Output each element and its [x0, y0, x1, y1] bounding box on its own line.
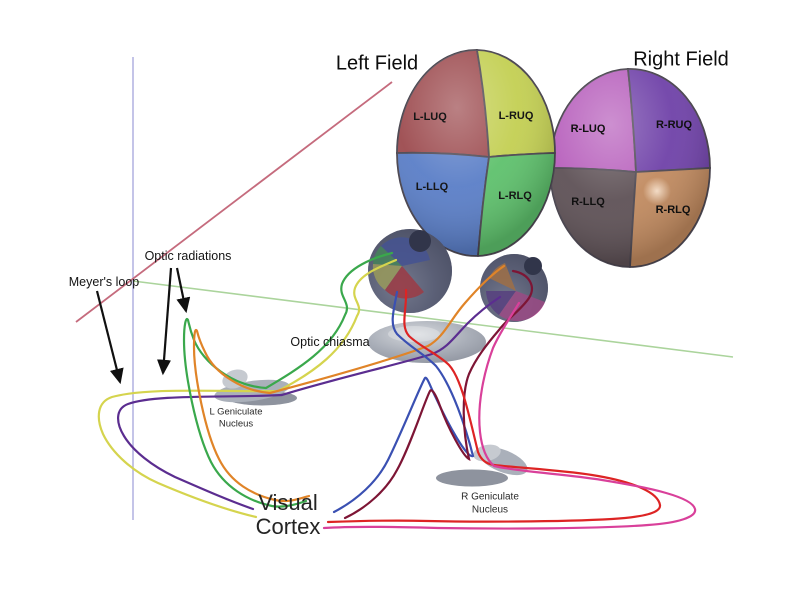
pathway-yellow — [97, 258, 398, 519]
r-geniculate-label-line1: R Geniculate — [461, 491, 519, 503]
quadrant-label-r-luq: R-LUQ — [570, 123, 606, 135]
l-geniculate-label-line1: L Geniculate — [209, 406, 263, 418]
quadrant-label-r-ruq: R-RUQ — [655, 119, 693, 131]
diagonal-pink-axis-line — [75, 81, 393, 323]
quadrant-label-r-rlq: R-RLQ — [655, 204, 691, 216]
r-geniculate-label-line2: Nucleus — [471, 504, 509, 516]
quadrant-label-l-rlq: L-RLQ — [498, 190, 532, 202]
optic-radiations-arrow-right — [175, 267, 191, 314]
diagonal-green-axis-line — [132, 280, 734, 358]
quadrant-label-l-ruq: L-RUQ — [498, 110, 534, 122]
visual-cortex-label-line1: Visual — [258, 490, 318, 515]
l-geniculate-label-line2: Nucleus — [218, 418, 254, 430]
visual-cortex-label-line2: Cortex — [255, 514, 321, 539]
pathway-maroon — [343, 269, 533, 520]
left-field-label: Left Field — [335, 52, 419, 75]
meyers-loop-label: Meyer's loop — [68, 275, 140, 289]
right-field-label: Right Field — [633, 48, 729, 71]
right-eye-pupil — [524, 257, 542, 275]
optic-radiations-label: Optic radiations — [144, 249, 232, 263]
pathways — [97, 251, 697, 530]
optic-chiasma-label: Optic chiasma — [290, 335, 370, 349]
r-geniculate-shadow — [436, 469, 508, 487]
pathway-orange — [192, 264, 506, 503]
annotation-arrows — [95, 267, 191, 385]
pathway-purple — [117, 295, 502, 511]
pathway-magenta — [322, 301, 697, 530]
right-eye-orange-patch — [489, 263, 516, 291]
quadrant-label-l-llq: L-LLQ — [415, 181, 449, 193]
left-eye-red-patch — [385, 266, 424, 299]
right-field-sheen — [550, 69, 710, 267]
optic-chiasma-shape — [368, 321, 486, 363]
pathway-red — [326, 288, 662, 524]
left-eye-pupil — [409, 230, 431, 252]
quadrant-label-l-luq: L-LUQ — [413, 111, 447, 123]
right-field-ellipse — [549, 68, 711, 268]
pathway-blue — [332, 290, 475, 514]
left-eye-gloss — [368, 229, 452, 313]
pathway-green — [182, 251, 394, 508]
left-field-ellipse — [396, 49, 556, 257]
right-eye-purple-patch — [486, 291, 516, 315]
left-eye — [368, 229, 452, 313]
left-field-sheen — [397, 50, 555, 256]
left-eye-yellow-patch — [372, 264, 402, 290]
quadrant-label-r-llq: R-LLQ — [571, 196, 605, 208]
optic-radiations-arrow-left — [156, 267, 173, 376]
meyers-loop-arrow — [95, 290, 124, 385]
